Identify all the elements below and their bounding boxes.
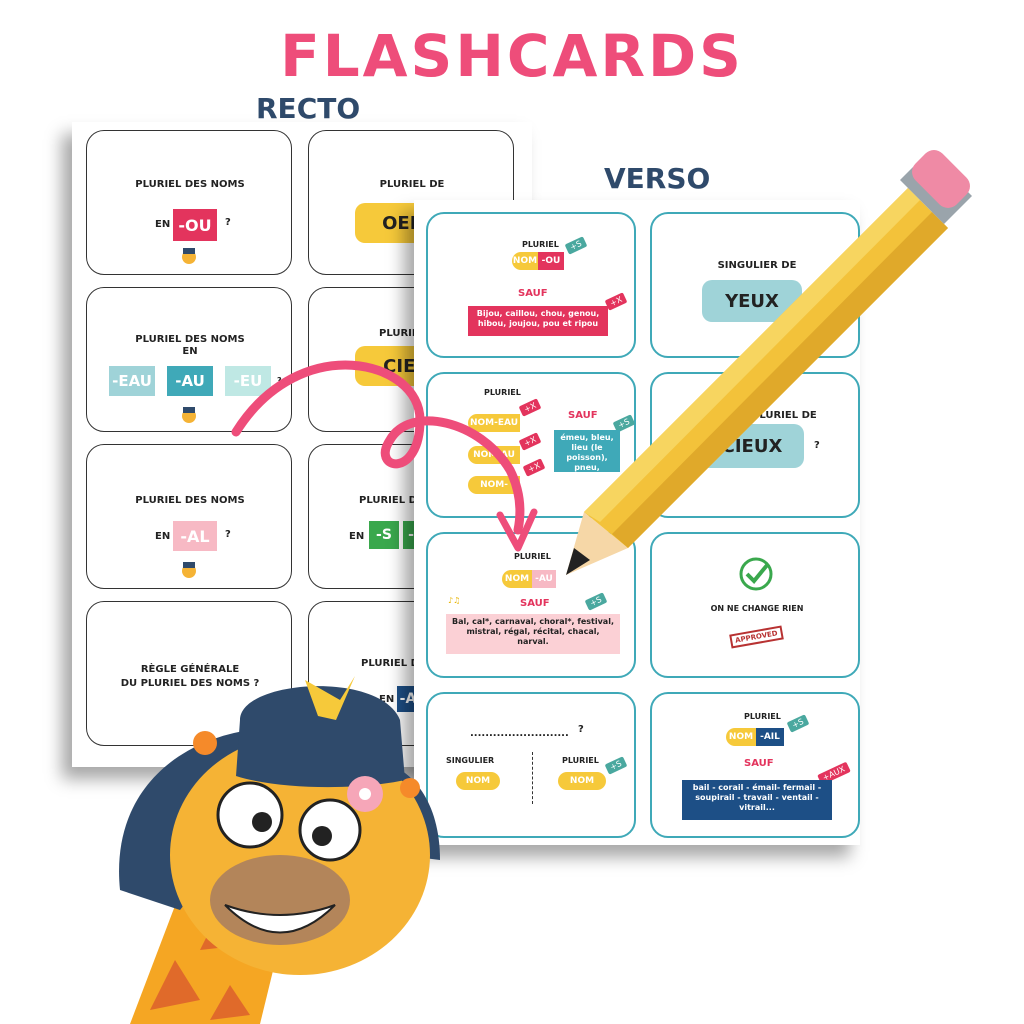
card-line: PLURIEL <box>379 328 426 339</box>
nom-chip: NOM <box>502 570 532 588</box>
sauf-label: SAUF <box>520 598 550 609</box>
nom-chip: NOM <box>726 728 756 746</box>
suffix-chip: -AU <box>167 366 213 396</box>
pluriel-label: PLURIEL <box>562 756 599 765</box>
sauf-label: SAUF <box>518 288 548 299</box>
card-label: SINGULIER DE <box>717 260 797 271</box>
question-mark: ? <box>814 440 820 451</box>
verso-label: VERSO <box>604 162 711 195</box>
checkmark-icon <box>738 556 774 596</box>
verso-card-regle[interactable]: .......................... ? SINGULIER P… <box>426 692 636 838</box>
suffix-chip: -AL <box>173 521 217 551</box>
card-pre: EN <box>155 531 171 542</box>
card-line: PLURIEL DE <box>361 658 426 669</box>
card-pre: EN <box>379 694 395 705</box>
card-label: PLURIEL <box>484 388 521 397</box>
suffix-chip: -AU <box>532 570 556 588</box>
card-label: PLURIEL <box>522 240 559 249</box>
card-line: PLURIEL DES NOMS <box>135 334 245 345</box>
pencil-icon <box>566 150 972 575</box>
suffix-chip: -EAU <box>109 366 155 396</box>
giraffe-icon <box>179 561 199 581</box>
card-line: RÈGLE GÉNÉRALE <box>140 664 240 675</box>
page-title: FLASHCARDS <box>280 22 744 90</box>
suffix-chip: -OU <box>173 209 217 241</box>
verso-card-rien[interactable]: ON NE CHANGE RIEN APPROVED <box>650 532 860 678</box>
blank-dots: .......................... <box>470 728 569 739</box>
suffix-chip: -OU <box>538 252 564 270</box>
suffix-chip: -EU <box>225 366 271 396</box>
row-chip: NOM-EAU <box>468 414 520 432</box>
verso-card-al[interactable]: PLURIEL NOM -AU ♪♫ SAUF +S Bal, cal*, ca… <box>426 532 636 678</box>
card-label: PLURIEL <box>514 552 551 561</box>
recto-card-al[interactable]: PLURIEL DES NOMS EN -AL ? <box>86 444 292 589</box>
card-line: PLURIEL DE <box>379 179 445 190</box>
music-note-icon: ♪♫ <box>448 596 461 605</box>
card-line: PLURIEL DES NOMS <box>135 495 245 506</box>
verso-card-eau-au[interactable]: PLURIEL NOM-EAU NOM-AU NOM- +X +X +X SAU… <box>426 372 636 518</box>
giraffe-mascot-icon <box>119 676 440 1024</box>
giraffe-icon <box>179 406 199 426</box>
singulier-label: SINGULIER <box>446 756 495 765</box>
row-chip: NOM- <box>468 476 520 494</box>
exception-box: Bal, cal*, carnaval, choral*, festival, … <box>446 614 620 654</box>
nom-chip: NOM <box>456 772 500 790</box>
card-line: EN <box>182 346 198 357</box>
card-line: DU PLURIEL DES NOMS ? <box>120 678 260 689</box>
giraffe-icon <box>179 247 199 267</box>
question-mark: ? <box>225 217 231 228</box>
suffix-chip: -A <box>397 686 419 712</box>
card-line: PLURIEL D <box>359 495 417 506</box>
card-pre: EN <box>155 219 171 230</box>
card-label: PLURIEL DE <box>752 410 817 421</box>
curly-arrow-icon <box>231 360 538 552</box>
suffix-chip: -S <box>369 521 399 549</box>
verso-card-ail[interactable]: PLURIEL NOM -AIL +S SAUF +AUX bail - cor… <box>650 692 860 838</box>
recto-card-ou[interactable]: PLURIEL DES NOMS EN -OU ? <box>86 130 292 275</box>
question-mark: ? <box>277 376 282 385</box>
sauf-label: SAUF <box>568 410 598 421</box>
suffix-chip: -AIL <box>756 728 784 746</box>
exception-box: Bijou, caillou, chou, genou, hibou, jouj… <box>468 306 608 336</box>
nom-chip: NOM <box>558 772 606 790</box>
recto-label: RECTO <box>256 92 361 125</box>
card-pre: EN <box>349 531 365 542</box>
exception-box: émeu, bleu, lieu (le poisson), pneu, lan… <box>554 430 620 482</box>
exception-box: bail - corail - émail- fermail - soupira… <box>682 780 832 820</box>
card-label: PLURIEL <box>744 712 781 721</box>
question-mark: ? <box>225 529 231 540</box>
verso-card-ou[interactable]: PLURIEL NOM -OU +S SAUF +X Bijou, caillo… <box>426 212 636 358</box>
nom-chip: NOM <box>512 252 538 270</box>
card-line: PLURIEL DES NOMS <box>135 179 245 190</box>
divider <box>532 752 533 804</box>
sauf-label: SAUF <box>744 758 774 769</box>
question-mark: ? <box>578 724 584 735</box>
card-label: ON NE CHANGE RIEN <box>710 604 804 613</box>
